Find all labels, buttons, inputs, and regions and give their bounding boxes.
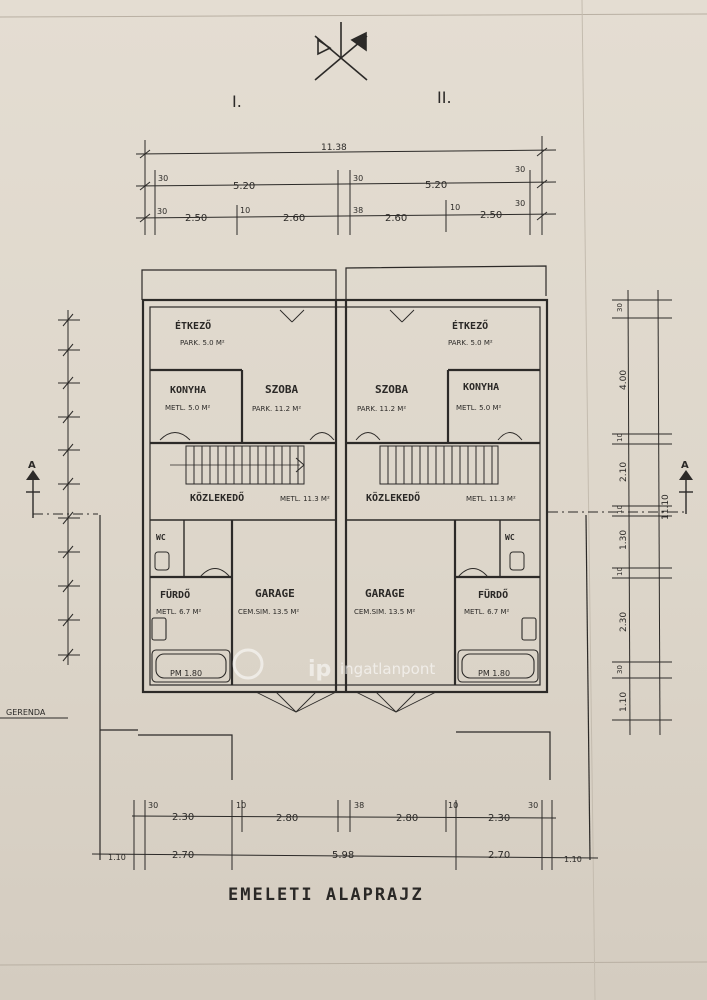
room-konyha-right: KONYHA <box>463 382 499 393</box>
bdim-r1-7: 2.30 <box>488 813 510 824</box>
watermark-logo: ip <box>232 648 331 682</box>
dim-r2-0: 30 <box>158 174 168 183</box>
unit-label-right: II. <box>437 88 452 107</box>
room-etkezo-right: ÉTKEZŐ <box>452 318 488 332</box>
left-dimension-column <box>58 310 80 665</box>
bdim-r2-0: 1.10 <box>108 853 126 862</box>
bdim-r1-6: 10 <box>448 801 458 810</box>
bath-pm-right: PM 1.80 <box>478 669 510 678</box>
room-konyha-left-spec: METL. 5.0 M² <box>165 404 210 412</box>
bdim-r2-2: 5.98 <box>332 850 354 861</box>
unit-label-left: I. <box>232 92 242 111</box>
room-kozlekedo-left: KÖZLEKEDŐ <box>190 490 244 504</box>
paper-fold-line <box>581 0 596 1000</box>
rdim-8: 30 <box>616 665 624 674</box>
bathtub-left <box>151 617 231 683</box>
plot-outline <box>99 265 591 861</box>
svg-text:ip: ip <box>308 657 331 682</box>
dim-r2-3: 5.20 <box>425 180 447 191</box>
dim-r3-5: 2.60 <box>385 213 407 224</box>
rdim-3: 2.10 <box>619 462 629 482</box>
bdim-r1-1: 2.30 <box>172 812 194 823</box>
dim-r3-7: 2.50 <box>480 210 502 221</box>
dim-r3-4: 38 <box>353 206 363 215</box>
section-label-right: A <box>681 460 689 471</box>
room-etkezo-left-spec: PARK. 5.0 M² <box>180 339 225 347</box>
wc-fixtures <box>154 551 525 571</box>
section-marker-right <box>548 470 693 514</box>
dim-r3-1: 2.50 <box>185 213 207 224</box>
room-etkezo-right-spec: PARK. 5.0 M² <box>448 339 493 347</box>
top-dimension-lines <box>135 136 557 235</box>
room-furdo-left-spec: METL. 6.7 M² <box>156 608 201 616</box>
room-szoba-right-spec: PARK. 11.2 M² <box>357 405 406 413</box>
room-garage-right: GARAGE <box>365 587 405 600</box>
room-furdo-right: FÜRDŐ <box>478 587 508 601</box>
section-marker-left <box>26 470 98 518</box>
rdim-9: 1.10 <box>619 692 629 712</box>
rdim-4: 10 <box>616 505 624 514</box>
bath-pm-left: PM 1.80 <box>170 669 202 678</box>
room-wc-left: WC <box>156 533 166 542</box>
bdim-r2-3: 2.70 <box>488 850 510 861</box>
room-garage-left: GARAGE <box>255 587 295 600</box>
bdim-r1-0: 30 <box>148 801 158 810</box>
section-label-left: A <box>28 460 36 471</box>
room-furdo-right-spec: METL. 6.7 M² <box>464 608 509 616</box>
room-etkezo-left: ÉTKEZŐ <box>175 318 211 332</box>
bdim-r2-1: 2.70 <box>172 850 194 861</box>
bdim-r2-4: 1.10 <box>564 855 582 864</box>
rdim-0: 30 <box>616 303 624 312</box>
building-walls <box>141 298 549 694</box>
rdim-overall: 11.10 <box>661 494 671 520</box>
dim-r3-8: 30 <box>515 199 525 208</box>
dim-r3-6: 10 <box>450 203 460 212</box>
bdim-r1-8: 30 <box>528 801 538 810</box>
dim-r3-2: 10 <box>240 206 250 215</box>
room-szoba-left: SZOBA <box>265 383 298 396</box>
room-szoba-right: SZOBA <box>375 383 408 396</box>
dim-r3-0: 30 <box>157 207 167 216</box>
right-dimension-column <box>612 289 672 736</box>
dim-r2-4: 30 <box>515 165 525 174</box>
staircase-right <box>379 445 499 485</box>
paper-edge-bottom <box>0 961 707 966</box>
rdim-2: 10 <box>616 433 624 442</box>
rdim-1: 4.00 <box>619 370 629 390</box>
room-kozlekedo-right-spec: METL. 11.3 M² <box>466 495 516 503</box>
room-konyha-right-spec: METL. 5.0 M² <box>456 404 501 412</box>
room-konyha-left: KONYHA <box>170 385 206 396</box>
north-arrow-icon <box>314 22 368 81</box>
dim-overall-width: 11.38 <box>321 143 347 153</box>
gerenda-label: GERENDA <box>6 708 46 717</box>
room-garage-left-spec: CEM.SIM. 13.5 M² <box>238 608 299 616</box>
bdim-r1-5: 2.80 <box>396 813 418 824</box>
bathtub-right <box>457 617 539 683</box>
drawing-title: EMELETI ALAPRAJZ <box>228 885 424 905</box>
room-furdo-left: FÜRDŐ <box>160 587 190 601</box>
rdim-5: 1.30 <box>619 530 629 550</box>
dim-r3-3: 2.60 <box>283 213 305 224</box>
watermark-text: ingatlanpont <box>340 660 435 678</box>
door-swings <box>159 309 523 713</box>
bottom-dimension-lines <box>91 800 599 870</box>
staircase-left <box>170 445 305 485</box>
room-kozlekedo-left-spec: METL. 11.3 M² <box>280 495 330 503</box>
bdim-r1-4: 38 <box>354 801 364 810</box>
paper-edge-top <box>0 13 707 18</box>
dim-r2-1: 5.20 <box>233 181 255 192</box>
rdim-6: 10 <box>616 567 624 576</box>
bdim-r1-3: 2.80 <box>276 813 298 824</box>
room-kozlekedo-right: KÖZLEKEDŐ <box>366 490 420 504</box>
bdim-r1-2: 10 <box>236 801 246 810</box>
room-garage-right-spec: CEM.SIM. 13.5 M² <box>354 608 415 616</box>
room-szoba-left-spec: PARK. 11.2 M² <box>252 405 301 413</box>
rdim-7: 2.30 <box>619 612 629 632</box>
dim-r2-2: 30 <box>353 174 363 183</box>
room-wc-right: WC <box>505 533 515 542</box>
